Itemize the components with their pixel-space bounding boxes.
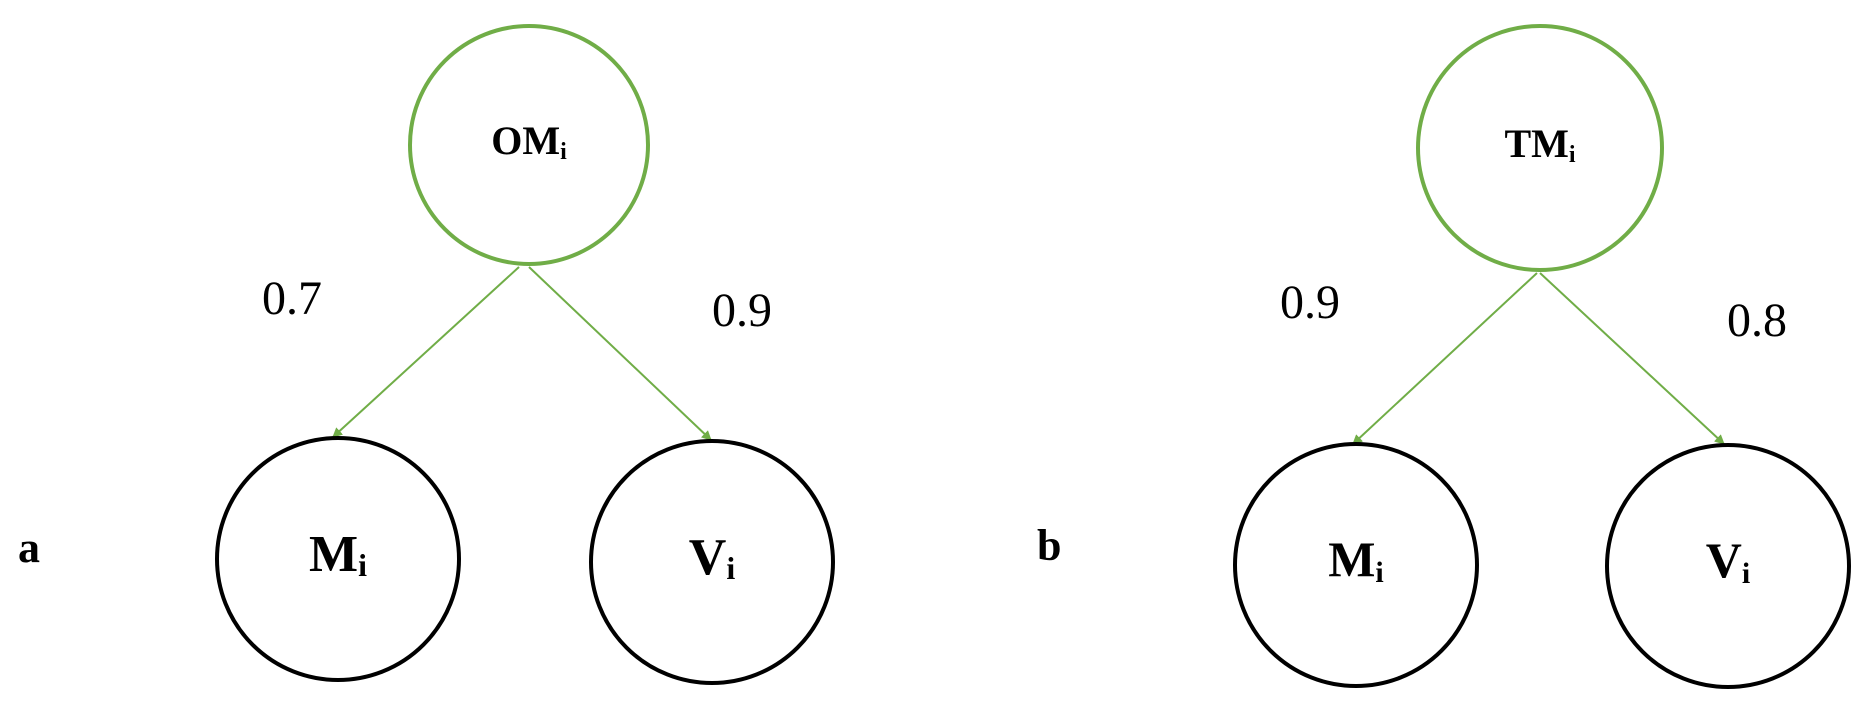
panel-b-observed-m-text: Mi: [1328, 531, 1384, 588]
panel-b-edge-to-v: [1539, 272, 1725, 445]
panel-a-edge-to-v: [528, 266, 712, 441]
panel-b-observed-m: Mi: [1233, 442, 1479, 688]
panel-b-observed-v: Vi: [1605, 443, 1851, 689]
panel-a-observed-v-sub: i: [726, 550, 735, 586]
panel-a-observed-m-text: Mi: [309, 526, 367, 583]
panel-b-label: b: [1037, 521, 1061, 570]
panel-a-loading-v: 0.9: [712, 284, 772, 337]
panel-b-latent-name: TM: [1504, 121, 1568, 166]
panel-b-edge-to-m: [1352, 272, 1538, 445]
panel-a-observed-m-circle: [215, 436, 461, 682]
panel-a-label: a: [18, 523, 40, 572]
panel-b-observed-m-sub: i: [1375, 556, 1383, 589]
panel-b-latent-circle: [1416, 24, 1664, 272]
panel-a-latent-node: OMi: [408, 24, 650, 266]
panel-a-latent-sub: i: [560, 139, 567, 165]
panel-b-loading-v: 0.8: [1727, 294, 1787, 347]
panel-a-latent-text: OMi: [491, 118, 567, 164]
panel-a: a OMi 0.7 0.9 Mi Vi: [18, 24, 835, 685]
panel-a-observed-v-text: Vi: [689, 529, 736, 586]
panel-b-latent-node: TMi: [1416, 24, 1664, 272]
panel-b-latent-sub: i: [1569, 142, 1576, 168]
panel-a-observed-m: Mi: [215, 436, 461, 682]
panel-a-loading-m: 0.7: [262, 272, 322, 325]
panel-b-observed-v-circle: [1605, 443, 1851, 689]
panel-b-observed-v-sub: i: [1742, 557, 1750, 590]
panel-a-edge-to-m: [332, 266, 520, 438]
panel-a-observed-m-sub: i: [358, 547, 367, 583]
panel-b-observed-m-circle: [1233, 442, 1479, 688]
panel-b: b TMi 0.9 0.8 Mi Vi: [1037, 24, 1851, 689]
panel-a-observed-v-name: V: [689, 529, 727, 586]
panel-a-latent-circle: [408, 24, 650, 266]
panel-a-latent-name: OM: [491, 118, 560, 163]
panel-a-observed-v-circle: [589, 439, 835, 685]
panel-b-observed-m-name: M: [1328, 531, 1375, 587]
panel-b-observed-v-name: V: [1706, 532, 1742, 588]
panel-a-observed-m-name: M: [309, 526, 358, 583]
panel-b-loading-m: 0.9: [1280, 276, 1340, 329]
panel-a-observed-v: Vi: [589, 439, 835, 685]
panel-b-observed-v-text: Vi: [1706, 532, 1750, 589]
panel-b-latent-text: TMi: [1504, 121, 1575, 167]
